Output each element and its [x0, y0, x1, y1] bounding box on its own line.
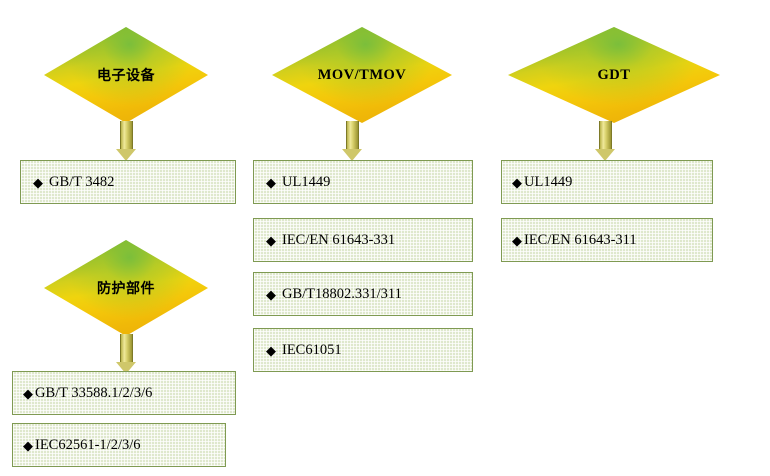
bullet-icon: ◆	[266, 232, 276, 248]
bullet-icon: ◆	[33, 174, 43, 190]
box-iec62561[interactable]: ◆ IEC62561-1/2/3/6	[12, 423, 226, 467]
arrow-stem	[346, 121, 359, 149]
bullet-icon: ◆	[512, 174, 522, 190]
box-text: IEC61051	[282, 341, 342, 358]
box-iec-en-61643-331[interactable]: ◆ IEC/EN 61643-331	[253, 218, 473, 262]
box-text: UL1449	[524, 173, 573, 190]
arrow-stem	[120, 121, 133, 149]
node-label: MOV/TMOV	[317, 66, 407, 83]
node-electronic-equipment[interactable]: 电子设备	[44, 27, 208, 123]
arrow-head	[342, 149, 362, 161]
bullet-icon: ◆	[23, 385, 33, 401]
node-label: 电子设备	[97, 69, 155, 84]
box-text: GB/T 3482	[49, 173, 115, 190]
arrow-head	[595, 149, 615, 161]
node-label: 防护部件	[97, 282, 155, 297]
bullet-icon: ◆	[23, 437, 33, 453]
box-text: IEC62561-1/2/3/6	[35, 436, 141, 453]
box-gbt33588[interactable]: ◆ GB/T 33588.1/2/3/6	[12, 371, 236, 415]
arrow-stem	[599, 121, 612, 149]
arrow-stem	[120, 334, 133, 362]
arrow-protection-component	[116, 334, 136, 374]
bullet-icon: ◆	[266, 342, 276, 358]
box-text: GB/T18802.331/311	[282, 285, 402, 302]
box-iec61051[interactable]: ◆ IEC61051	[253, 328, 473, 372]
bullet-icon: ◆	[512, 232, 522, 248]
node-protection-component[interactable]: 防护部件	[44, 240, 208, 336]
bullet-icon: ◆	[266, 286, 276, 302]
box-ul1449-gdt[interactable]: ◆ UL1449	[501, 160, 713, 204]
box-iec-en-61643-311[interactable]: ◆ IEC/EN 61643-311	[501, 218, 713, 262]
box-text: GB/T 33588.1/2/3/6	[35, 384, 153, 401]
node-label: GDT	[597, 66, 631, 83]
box-text: UL1449	[282, 173, 331, 190]
arrow-head	[116, 149, 136, 161]
node-mov-tmov[interactable]: MOV/TMOV	[272, 27, 452, 123]
node-gdt[interactable]: GDT	[508, 27, 720, 123]
box-text: IEC/EN 61643-311	[524, 231, 637, 248]
arrow-electronic-equipment	[116, 121, 136, 161]
bullet-icon: ◆	[266, 174, 276, 190]
box-gbt18802[interactable]: ◆ GB/T18802.331/311	[253, 272, 473, 316]
box-gbt3482[interactable]: ◆ GB/T 3482	[20, 160, 236, 204]
box-text: IEC/EN 61643-331	[282, 231, 396, 248]
arrow-gdt	[595, 121, 615, 161]
box-ul1449-mov[interactable]: ◆ UL1449	[253, 160, 473, 204]
arrow-mov-tmov	[342, 121, 362, 161]
